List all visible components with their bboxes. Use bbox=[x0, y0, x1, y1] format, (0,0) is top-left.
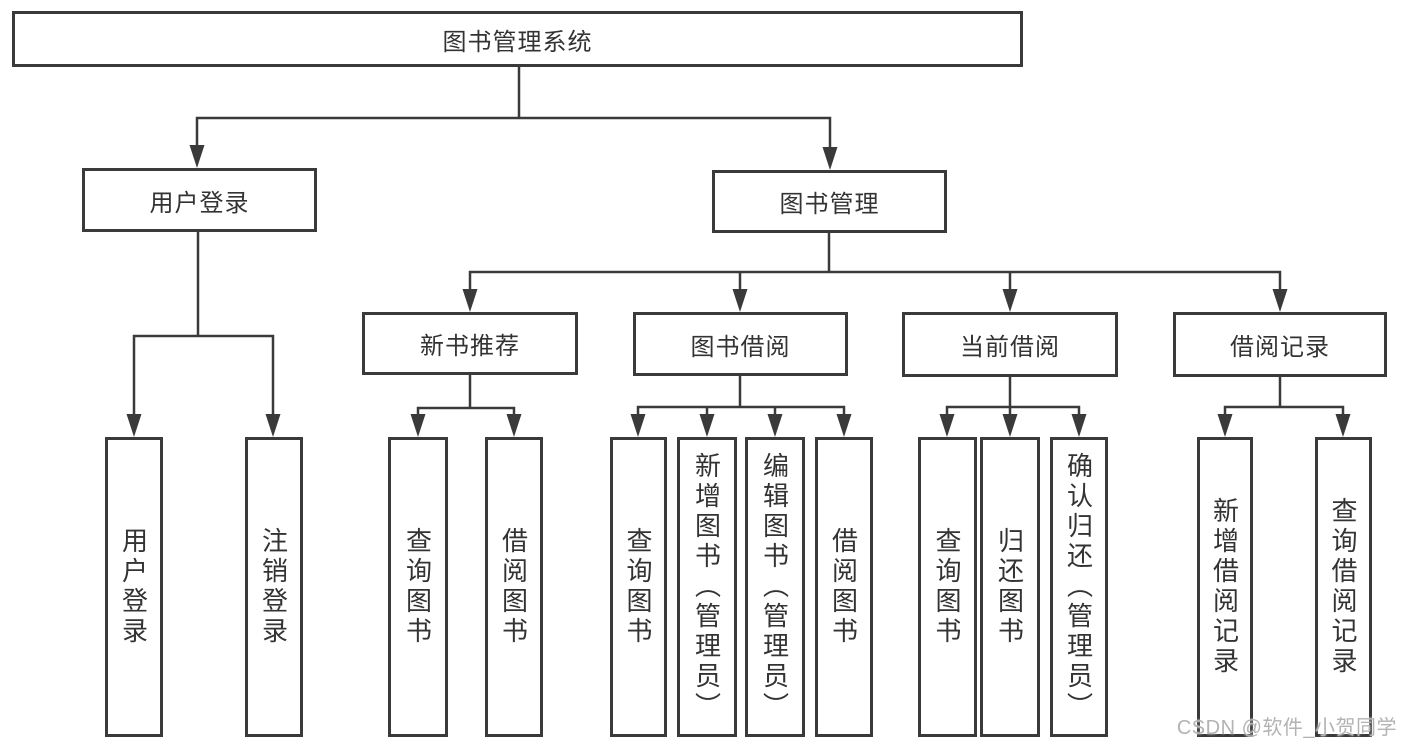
node-new-book-recommend: 新书推荐 bbox=[362, 312, 578, 375]
arrow-down-icon bbox=[1002, 414, 1018, 437]
csdn-watermark: CSDN @软件_小贺同学 bbox=[1176, 717, 1397, 739]
leaf-logout: 注销登录 bbox=[245, 437, 303, 737]
leaf-query-borrow-record: 查询借阅记录 bbox=[1315, 437, 1372, 737]
leaf-user-login: 用户登录 bbox=[105, 437, 163, 737]
leaf-borrow-books-1: 借阅图书 bbox=[485, 437, 543, 737]
arrow-down-icon bbox=[732, 289, 748, 312]
current-branch-line bbox=[945, 405, 1081, 417]
arrow-down-icon bbox=[265, 414, 281, 437]
new-books-branch-line bbox=[416, 406, 516, 417]
borrowing-branch-line bbox=[636, 405, 846, 417]
leaf-add-borrow-record: 新增借阅记录 bbox=[1197, 437, 1253, 737]
root-branch-line bbox=[195, 116, 832, 150]
arrow-down-icon bbox=[836, 414, 852, 437]
leaf-edit-books-admin: 编辑图书（管理员） bbox=[745, 437, 805, 737]
leaf-query-books-1: 查询图书 bbox=[388, 437, 448, 737]
arrow-down-icon bbox=[410, 414, 426, 437]
node-root: 图书管理系统 bbox=[12, 11, 1023, 67]
node-book-management: 图书管理 bbox=[712, 170, 947, 233]
arrow-down-icon bbox=[1217, 414, 1233, 437]
arrow-down-icon bbox=[126, 414, 142, 437]
node-user-login: 用户登录 bbox=[82, 168, 317, 232]
leaf-query-books-2: 查询图书 bbox=[610, 437, 667, 737]
arrow-down-icon bbox=[939, 414, 955, 437]
arrow-down-icon bbox=[1335, 414, 1351, 437]
arrow-down-icon bbox=[822, 147, 838, 170]
records-branch-line bbox=[1223, 405, 1345, 417]
leaf-return-books: 归还图书 bbox=[980, 437, 1040, 737]
book-mgmt-branch-line bbox=[468, 270, 1282, 292]
user-login-branch-line bbox=[132, 334, 275, 417]
arrow-down-icon bbox=[189, 145, 205, 168]
node-current-borrowing: 当前借阅 bbox=[902, 312, 1118, 377]
node-borrowing-records: 借阅记录 bbox=[1173, 312, 1387, 377]
arrow-down-icon bbox=[699, 414, 715, 437]
arrow-down-icon bbox=[1002, 289, 1018, 312]
leaf-add-books-admin: 新增图书（管理员） bbox=[677, 437, 737, 737]
arrow-down-icon bbox=[462, 289, 478, 312]
leaf-confirm-return-admin: 确认归还（管理员） bbox=[1050, 437, 1108, 737]
leaf-query-books-3: 查询图书 bbox=[918, 437, 977, 737]
leaf-borrow-books-2: 借阅图书 bbox=[815, 437, 873, 737]
arrow-down-icon bbox=[1071, 414, 1087, 437]
arrow-down-icon bbox=[630, 414, 646, 437]
node-book-borrowing: 图书借阅 bbox=[633, 312, 848, 376]
arrow-down-icon bbox=[1272, 289, 1288, 312]
arrow-down-icon bbox=[506, 414, 522, 437]
arrow-down-icon bbox=[767, 414, 783, 437]
